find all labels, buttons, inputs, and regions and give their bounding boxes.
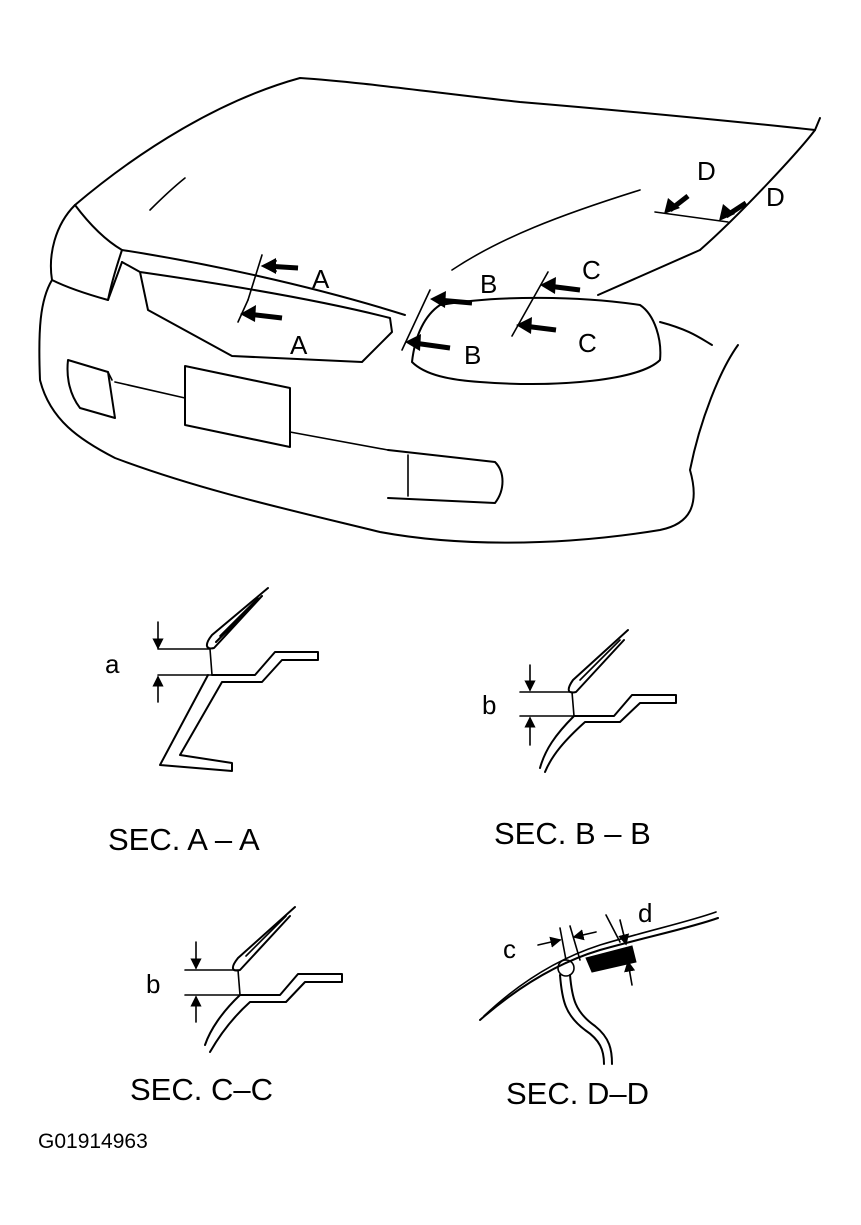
section-c-title: SEC. C–C bbox=[130, 1072, 273, 1107]
section-d-c-ext-left bbox=[559, 927, 567, 961]
section-d-support-stay bbox=[559, 974, 613, 1065]
section-d-dim-label-c: c bbox=[503, 934, 516, 964]
section-c-dim-label: b bbox=[146, 969, 160, 999]
license-plate bbox=[184, 365, 291, 448]
section-a-hood-fold bbox=[219, 597, 259, 637]
section-b-hood-panel bbox=[567, 629, 629, 694]
label-a-upper: A bbox=[312, 264, 330, 294]
section-d-c-ext-right bbox=[569, 925, 581, 961]
section-b-body-panel bbox=[539, 694, 677, 773]
label-c-lower: C bbox=[578, 328, 597, 358]
cut-line-a-upper bbox=[247, 254, 263, 301]
section-a-clearance-box bbox=[157, 648, 213, 676]
section-d-c-dim-arrow-right bbox=[572, 929, 597, 941]
cut-line-d bbox=[654, 211, 729, 223]
section-d-hood-panel-inner bbox=[483, 911, 717, 1017]
arrow-b-upper-head bbox=[430, 291, 446, 308]
section-a-body-panel bbox=[159, 651, 319, 772]
arrow-d-lower-head bbox=[719, 204, 735, 221]
hood-centerline bbox=[451, 189, 641, 271]
section-b-clearance-box bbox=[519, 691, 575, 717]
label-d-lower: D bbox=[766, 182, 785, 212]
grille-left-wall bbox=[107, 261, 123, 301]
right-fog-lamp bbox=[387, 449, 504, 504]
label-d-upper: D bbox=[697, 156, 716, 186]
section-c-c: b SEC. C–C bbox=[130, 906, 343, 1107]
hood-front-lip bbox=[74, 204, 406, 316]
section-d-title: SEC. D–D bbox=[506, 1076, 649, 1111]
section-c-clearance-box bbox=[184, 969, 241, 996]
cut-line-a-lower bbox=[237, 299, 249, 323]
cut-line-b-upper bbox=[401, 289, 431, 351]
section-b-b: b SEC. B – B bbox=[482, 629, 677, 851]
hood-rear-edge bbox=[814, 117, 821, 131]
label-b-upper: B bbox=[480, 269, 497, 299]
hood-outline bbox=[74, 77, 816, 251]
car-front-illustration bbox=[38, 77, 821, 544]
grille-opening bbox=[121, 261, 393, 363]
section-d-d-dim-arrow-bottom bbox=[624, 960, 636, 986]
section-c-hood-panel bbox=[232, 906, 296, 972]
right-headlamp bbox=[411, 296, 662, 385]
hood-right-edge bbox=[597, 249, 701, 296]
left-fog-lamp bbox=[66, 359, 116, 419]
arrow-b-lower-head bbox=[405, 334, 421, 351]
fender-line bbox=[659, 321, 713, 346]
section-a-dim-label: a bbox=[105, 649, 120, 679]
arrow-c-upper-head bbox=[540, 277, 556, 294]
arrow-d-upper-head bbox=[664, 198, 680, 214]
arrow-c-lower-head bbox=[516, 317, 532, 334]
left-fog-lamp-inner bbox=[107, 371, 113, 381]
label-c-upper: C bbox=[582, 255, 601, 285]
section-d-hood-panel bbox=[479, 917, 719, 1021]
figure-code: G01914963 bbox=[38, 1130, 148, 1153]
section-d-seal bbox=[585, 945, 637, 973]
section-cut-markers: A A B B C C D D bbox=[237, 156, 785, 370]
arrow-a-upper-head bbox=[262, 258, 276, 274]
section-d-d-dim-arrow-top bbox=[618, 919, 630, 946]
front-bumper-outline bbox=[38, 279, 739, 544]
section-c-body-panel bbox=[204, 973, 343, 1053]
section-d-d: c d SEC. D–D bbox=[479, 898, 719, 1111]
left-headlamp bbox=[49, 204, 123, 301]
section-d-d-ext bbox=[605, 914, 621, 943]
section-d-c-dim-arrow-left bbox=[537, 936, 562, 948]
section-a-title: SEC. A – A bbox=[108, 822, 260, 857]
label-a-lower: A bbox=[290, 330, 308, 360]
section-b-dim-label: b bbox=[482, 690, 496, 720]
section-a-a: a SEC. A – A bbox=[105, 587, 319, 857]
arrow-a-lower-head bbox=[240, 305, 256, 322]
label-b-lower: B bbox=[464, 340, 481, 370]
bumper-crease bbox=[114, 381, 186, 399]
section-b-title: SEC. B – B bbox=[494, 816, 651, 851]
section-a-hood-panel bbox=[206, 587, 269, 650]
section-c-hood-fold bbox=[245, 915, 287, 957]
bumper-crease-right bbox=[289, 431, 389, 451]
hood-crease bbox=[149, 177, 186, 211]
section-d-dim-label-d: d bbox=[638, 898, 652, 928]
section-b-hood-fold bbox=[579, 639, 621, 681]
